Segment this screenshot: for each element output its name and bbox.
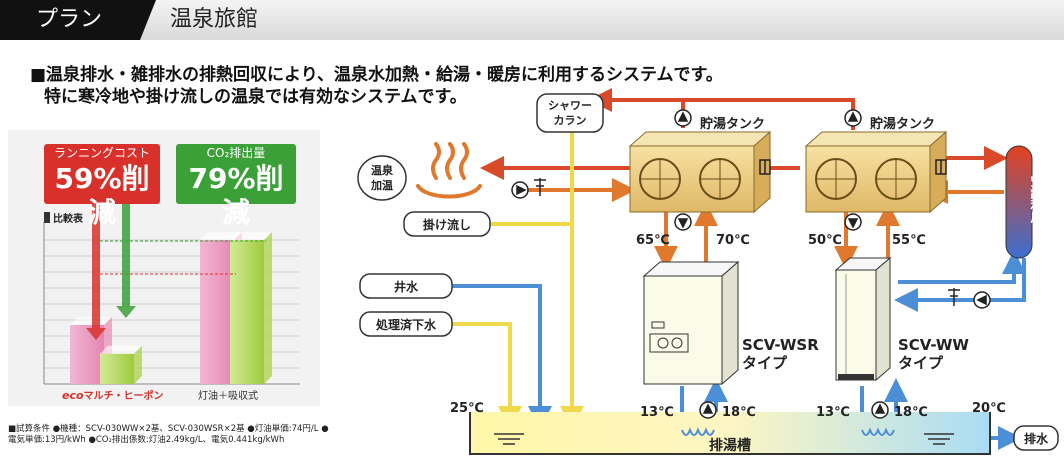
kakenagashi-box <box>403 211 491 237</box>
co2-callout: CO₂排出量 79%削減 <box>176 144 296 229</box>
pipe-aircon-return <box>894 258 1026 312</box>
chart-bar-side-s1-c0 <box>134 345 142 384</box>
calculation-note: ■試算条件 ●機種：SCV-030WW×2基、SCV-030WSR×2基 ●灯油… <box>8 424 329 445</box>
pipe-aircon-supply <box>898 250 1026 284</box>
onsen-heat-label-2: 加温 <box>370 178 393 192</box>
running-cost-title: ランニングコスト <box>53 146 150 160</box>
drain-tank-label: 排湯槽 <box>709 437 751 454</box>
chart-category-kerosene: 灯油＋吸収式 <box>198 389 258 402</box>
category-title: 温泉旅館 <box>170 7 259 32</box>
unit1-model: SCV-WSR <box>742 336 819 354</box>
temp-20: 20℃ <box>972 401 1006 416</box>
chart-bar-s0-c1 <box>200 240 234 384</box>
temp-50: 50℃ <box>808 233 842 248</box>
co2-value: 79%削減 <box>188 162 284 229</box>
valve-icons <box>534 159 960 306</box>
chart-bar-top-s1-c0 <box>100 345 142 354</box>
shower-label-1: シャワー <box>548 99 592 112</box>
temp-70: 70℃ <box>716 233 750 248</box>
pipe-kakenagashi <box>488 222 584 430</box>
chart-title: 比較表 <box>53 212 84 225</box>
pump-icons <box>511 109 991 419</box>
cost-reduction-arrow <box>86 200 106 340</box>
running-cost-callout: ランニングコスト 59%削減 <box>44 144 160 229</box>
pipe-well-water <box>452 284 552 430</box>
shower-label-2: カラン <box>554 114 587 127</box>
running-cost-value: 59%削減 <box>54 162 150 229</box>
temp-25: 25℃ <box>450 401 484 416</box>
hot-spring-icon <box>416 142 482 199</box>
co2-title: CO₂排出量 <box>206 146 266 160</box>
unit2-model: SCV-WW <box>898 336 969 354</box>
chart-bar-top-s0-c0 <box>70 316 112 325</box>
discharge-label: 排水 <box>1024 431 1049 446</box>
aircon-unit <box>1005 145 1033 259</box>
tank1-label: 貯湯タンク <box>700 116 765 132</box>
chart-bar-s1-c1 <box>230 240 264 384</box>
storage-tank-1 <box>628 130 772 214</box>
storage-tank-2 <box>804 130 948 214</box>
chart-bars <box>70 232 272 384</box>
heat-exchange-coils <box>681 427 895 436</box>
unit1-type: タイプ <box>742 354 788 372</box>
treated-sewage-box <box>359 311 453 337</box>
discharge-box <box>1013 425 1059 451</box>
header-bar: プラン 温泉旅館 <box>0 0 1064 40</box>
temp-65: 65℃ <box>636 233 670 248</box>
temp-13b: 13℃ <box>816 405 850 420</box>
onsen-heat-circle <box>357 155 407 201</box>
chart-title-marker <box>44 212 50 223</box>
chart-bar-top-s1-c1 <box>230 232 272 240</box>
plan-label: プラン <box>36 7 103 32</box>
chart-category-eco: ecoマルチ・ヒーポン <box>62 389 164 402</box>
temp-18b: 18℃ <box>894 405 928 420</box>
shower-box <box>536 93 604 133</box>
co2-reduction-arrow <box>116 200 136 318</box>
temperature-labels: 65℃ 70℃ 50℃ 55℃ 25℃ 13℃ 18℃ 13℃ 18℃ 20℃ <box>450 233 1006 420</box>
pipe-treated-sewage <box>452 322 522 430</box>
chart-bar-top-s0-c1 <box>200 232 242 240</box>
plan-label-bg <box>0 0 156 40</box>
temp-18a: 18℃ <box>722 405 756 420</box>
headline-line1: ■温泉排水・雑排水の排熱回収により、温泉水加熱・給湯・暖房に利用するシステムです… <box>30 65 723 85</box>
unit2-type: タイプ <box>898 354 944 372</box>
unit-scv-ww <box>834 256 892 382</box>
tank2-label: 貯湯タンク <box>870 116 935 132</box>
water-level-marks <box>494 433 954 445</box>
well-water-box <box>359 273 453 299</box>
well-water-label: 井水 <box>394 279 419 294</box>
headline-line2: 特に寒冷地や掛け流しの温泉では有効なシステムです。 <box>44 87 467 107</box>
chart-bar-s1-c0 <box>100 353 134 384</box>
kakenagashi-label: 掛け流し <box>423 217 471 232</box>
unit-scv-wsr <box>642 260 740 386</box>
treated-sewage-label: 処理済下水 <box>375 317 437 332</box>
drain-tank <box>469 412 991 455</box>
onsen-heat-label-1: 温泉 <box>371 163 394 177</box>
chart-bar-side-s1-c1 <box>264 232 272 384</box>
temp-13a: 13℃ <box>640 405 674 420</box>
temp-55: 55℃ <box>892 233 926 248</box>
